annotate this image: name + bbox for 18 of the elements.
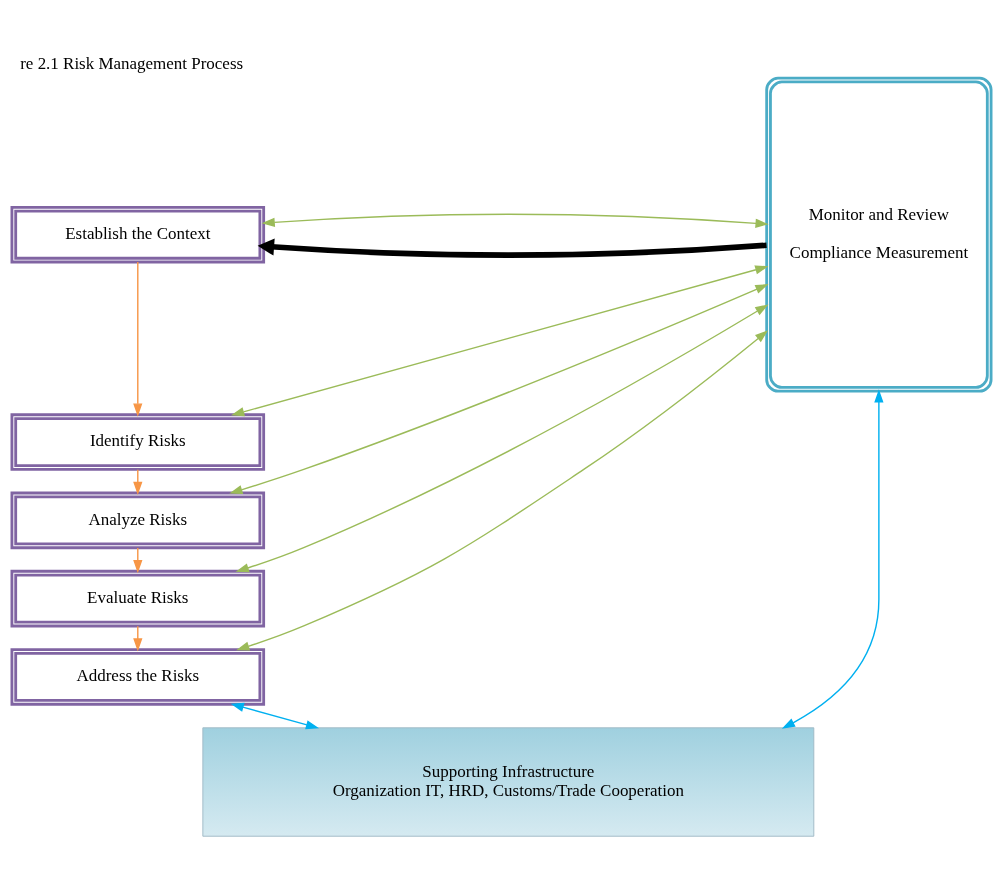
arrow: [781, 389, 884, 729]
node-box: Evaluate Risks: [10, 569, 266, 628]
arrow: [235, 304, 769, 573]
node-box: Supporting Infrastructure Organization IT, HRD, Customs/Trade Cooperation: [202, 727, 815, 837]
arrow: [229, 284, 769, 495]
node-box: Analyze Risks: [10, 491, 266, 550]
arrow: [133, 261, 143, 417]
node-box: Establish the Context: [10, 205, 266, 264]
arrow: [133, 625, 143, 652]
arrow: [231, 265, 769, 417]
node-box: Monitor and Review Compliance Measurement: [765, 76, 993, 393]
arrow: [133, 547, 143, 574]
arrow: [261, 213, 769, 228]
diagram-title: re 2.1 Risk Management Process: [20, 54, 244, 74]
arrow: [133, 469, 143, 495]
arrow: [230, 702, 320, 730]
arrow: [257, 238, 767, 258]
arrow: [236, 330, 769, 651]
